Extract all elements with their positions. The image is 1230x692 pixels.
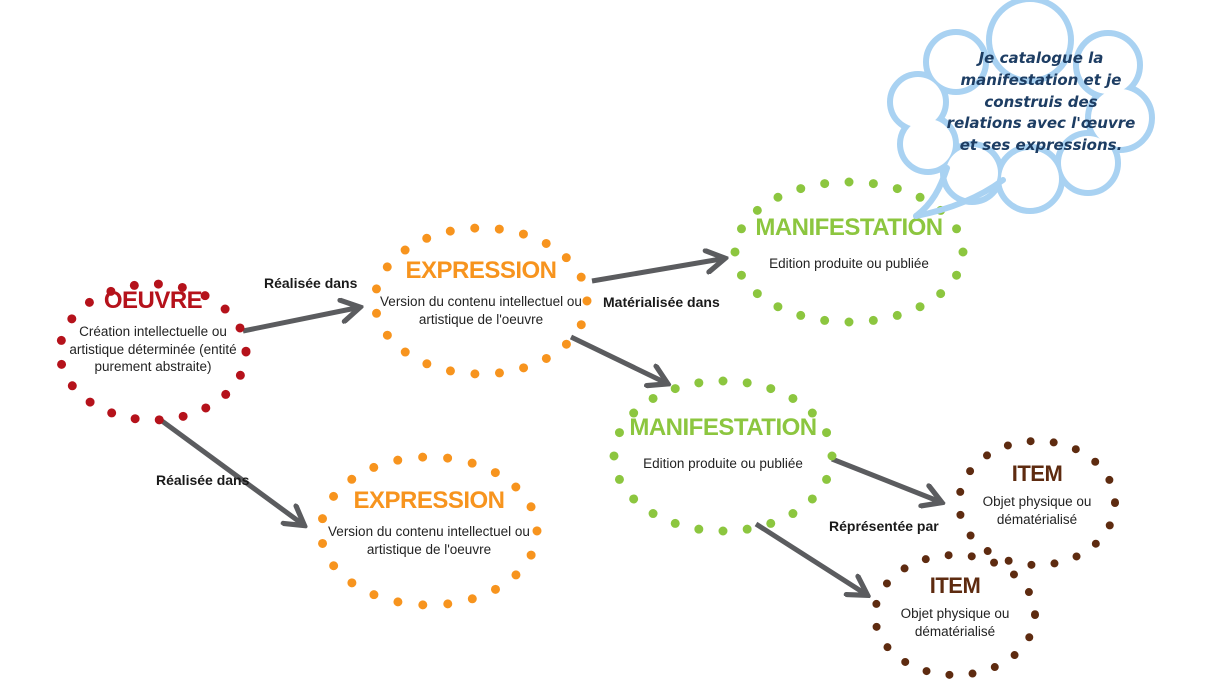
bubble-line: construis des	[984, 92, 1098, 111]
node-title: OEUVRE	[103, 286, 203, 314]
node-title: EXPRESSION	[405, 256, 557, 284]
node-item-bottom: ITEM Objet physique ou dématérialisé	[869, 549, 1041, 681]
node-description: Version du contenu intellectuel ou artis…	[328, 524, 530, 557]
cloud-tail	[913, 177, 1006, 219]
node-title: ITEM	[1011, 460, 1063, 486]
node-description: Edition produite ou publiée	[769, 256, 929, 272]
dotted-ellipse	[955, 437, 1119, 569]
edge-label-materialisee-dans: Matérialisée dans	[603, 294, 720, 310]
node-title: MANIFESTATION	[629, 414, 817, 442]
dotted-ellipse	[871, 551, 1039, 679]
node-description: Edition produite ou publiée	[643, 456, 803, 472]
node-expression-top: EXPRESSION Version du contenu intellectu…	[369, 222, 593, 380]
node-oeuvre: OEUVRE Création intellectuelle ou artist…	[54, 278, 252, 426]
node-manifestation-mid: MANIFESTATION Edition produite ou publié…	[608, 375, 838, 537]
node-description: Objet physique ou dématérialisé	[982, 494, 1092, 527]
arrow-expression-to-manifestation-mid	[569, 334, 664, 382]
speech-bubble-cloud	[887, 0, 1155, 219]
arrow-oeuvre-to-expression-top	[242, 308, 356, 334]
dotted-ellipse	[55, 279, 251, 425]
cloud-fill	[893, 2, 1149, 208]
node-title: MANIFESTATION	[755, 214, 943, 242]
node-expression-bottom: EXPRESSION Version du contenu intellectu…	[315, 451, 543, 611]
edge-label-realisee-dans-bottom: Réalisée dans	[156, 472, 250, 488]
node-title: EXPRESSION	[353, 486, 505, 514]
node-description: Version du contenu intellectuel ou artis…	[380, 294, 582, 327]
node-item-top: ITEM Objet physique ou dématérialisé	[953, 435, 1121, 571]
dotted-ellipse	[370, 223, 592, 379]
node-description: Objet physique ou dématérialisé	[900, 606, 1010, 639]
edge-label-representee-par: Réprésentée par	[829, 518, 939, 534]
arrow-manifestation-to-item-bottom	[754, 521, 864, 593]
dotted-ellipse	[316, 452, 542, 610]
node-title: ITEM	[929, 572, 981, 598]
arrow-oeuvre-to-expression-bottom	[160, 418, 301, 523]
bubble-line: Je catalogue la	[978, 49, 1104, 67]
speech-bubble-text: Je catalogue la manifestation et je cons…	[938, 48, 1144, 157]
dotted-ellipse	[730, 177, 968, 327]
dotted-ellipse	[609, 376, 837, 536]
edge-label-realisee-dans-top: Réalisée dans	[264, 275, 358, 291]
bubble-line: relations avec l'œuvre	[946, 114, 1136, 133]
node-manifestation-top: MANIFESTATION Edition produite ou publié…	[729, 176, 969, 328]
arrow-manifestation-to-item-top	[831, 456, 938, 501]
node-description: Création intellectuelle ou artistique dé…	[69, 324, 237, 375]
bubble-line: et ses expressions.	[959, 136, 1123, 154]
bubble-line: manifestation et je	[960, 70, 1122, 89]
arrow-expression-to-manifestation-top	[591, 259, 721, 284]
